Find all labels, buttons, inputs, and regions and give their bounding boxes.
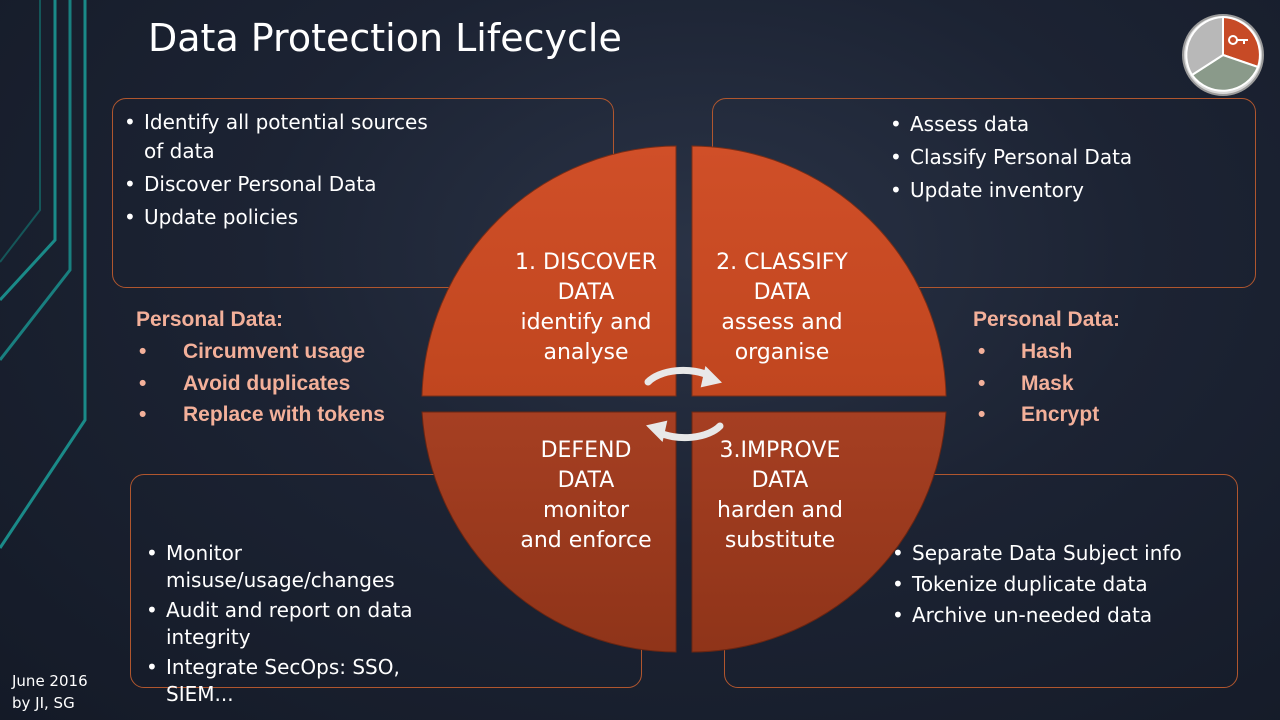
list-item: Archive un-needed data (890, 600, 1230, 631)
list-item: Tokenize duplicate data (890, 569, 1230, 600)
list-item: Identify all potential sources of data (122, 108, 452, 166)
list-item: Encrypt (973, 399, 1099, 431)
quadrant-discover (421, 145, 677, 397)
list-item: Separate Data Subject info (890, 538, 1230, 569)
list-item: Update policies (122, 203, 452, 232)
lifecycle-circle (421, 145, 947, 653)
classify-bullets: Assess data Classify Personal Data Updat… (888, 108, 1228, 207)
quadrant-label-defend: DEFEND DATA monitor and enforce (520, 438, 652, 553)
list-item: Mask (973, 368, 1099, 400)
list-item: Integrate SecOps: SSO, SIEM... (144, 654, 444, 708)
discover-bullets: Identify all potential sources of data D… (122, 108, 452, 232)
quadrant-improve (691, 411, 947, 653)
quadrant-label-improve: 3.IMPROVE DATA harden and substitute (717, 438, 843, 553)
teal-decor-lines (0, 0, 87, 549)
list-item: Avoid duplicates (136, 368, 385, 400)
improve-bullets: Separate Data Subject info Tokenize dupl… (890, 538, 1230, 631)
cycle-arrows-icon (644, 366, 724, 442)
list-item: Monitor misuse/usage/changes (144, 540, 444, 594)
list-item: Audit and report on data integrity (144, 597, 444, 651)
list-item: Classify Personal Data (888, 141, 1228, 174)
personal-data-title-right: Personal Data: (973, 308, 1121, 331)
list-item: Update inventory (888, 174, 1228, 207)
list-item: Hash (973, 336, 1099, 368)
personal-data-list-right: Hash Mask Encrypt (973, 336, 1099, 431)
defend-bullets: Monitor misuse/usage/changes Audit and r… (144, 540, 444, 708)
quadrant-label-discover: 1. DISCOVER DATA identify and analyse (515, 250, 657, 365)
quadrant-label-classify: 2. CLASSIFY DATA assess and organise (716, 250, 848, 365)
key-icon (1228, 35, 1248, 45)
list-item: Replace with tokens (136, 399, 385, 431)
list-item: Circumvent usage (136, 336, 385, 368)
personal-data-title-left: Personal Data: (136, 308, 284, 331)
list-item: Assess data (888, 108, 1228, 141)
list-item: Discover Personal Data (122, 170, 452, 199)
footer-credit: June 2016 by JI, SG (12, 672, 88, 712)
personal-data-list-left: Circumvent usage Avoid duplicates Replac… (136, 336, 385, 431)
quadrant-defend (421, 411, 677, 653)
quadrant-classify (691, 145, 947, 397)
lifecycle-logo-icon (1182, 14, 1264, 96)
slide-title: Data Protection Lifecycle (148, 16, 622, 60)
